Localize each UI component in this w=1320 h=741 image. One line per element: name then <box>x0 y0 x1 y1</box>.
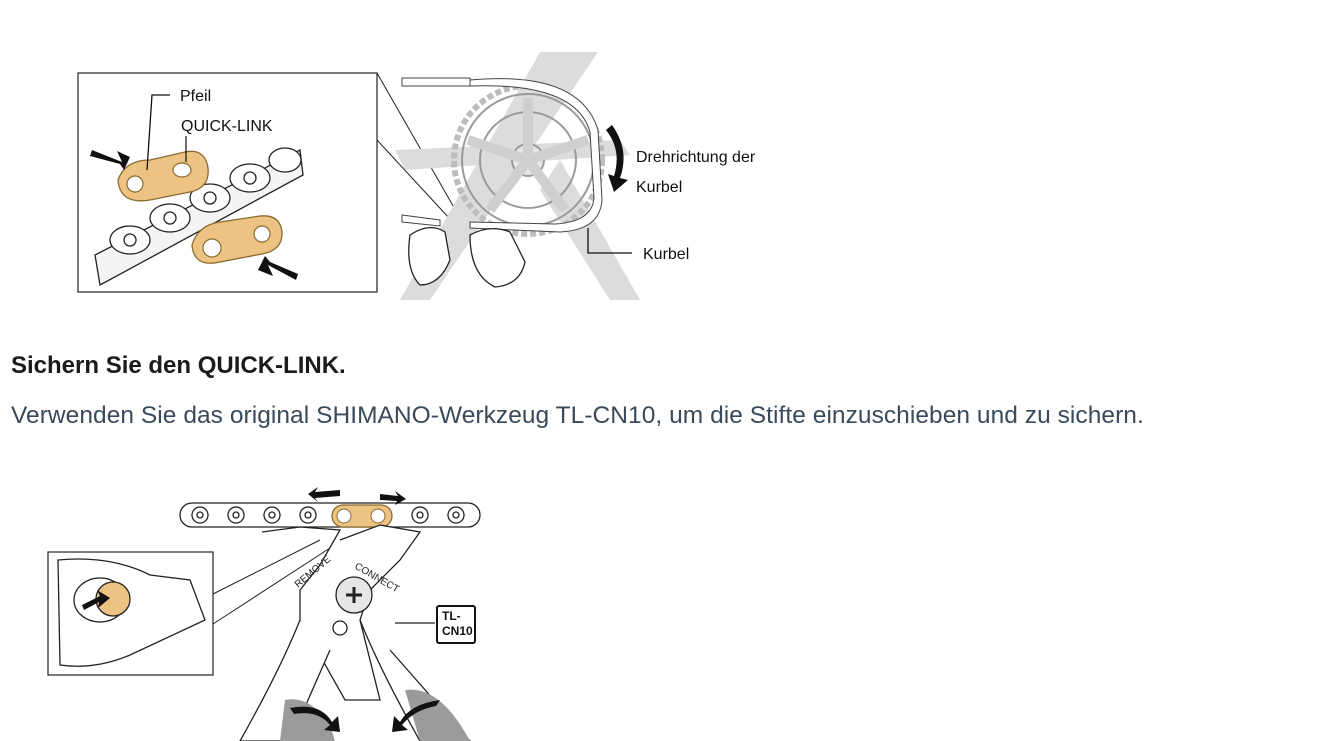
tool-tag-line1: TL- <box>442 609 461 623</box>
tool-model-tag: TL- CN10 <box>436 605 476 644</box>
tool-tag-line2: CN10 <box>442 624 473 638</box>
tl-cn10-tool-figure: REMOVE CONNECT <box>47 487 481 741</box>
label-quick-link: QUICK-LINK <box>181 118 273 135</box>
squeeze-arrow-right-icon <box>392 700 440 732</box>
inset-chain <box>94 147 304 287</box>
push-arrow-left-icon <box>90 150 130 170</box>
quick-link-installation-figure: Pfeil QUICK-LINK Drehrichtung der Kurbel… <box>77 52 756 300</box>
label-rotation-1: Drehrichtung der <box>636 149 756 166</box>
arrow-right-icon <box>380 491 406 505</box>
push-arrow-right-icon <box>258 256 298 280</box>
squeeze-arrow-left-icon <box>290 706 340 732</box>
pin-push-arrow-icon <box>82 590 110 610</box>
label-rotation-2: Kurbel <box>636 179 682 196</box>
section-heading: Sichern Sie den QUICK-LINK. <box>11 352 346 379</box>
section-body: Verwenden Sie das original SHIMANO-Werkz… <box>11 402 1144 429</box>
label-crank: Kurbel <box>643 246 689 263</box>
bike-chain <box>401 77 603 233</box>
tool-chain <box>179 502 481 528</box>
label-arrow: Pfeil <box>180 88 211 105</box>
quick-link-plates <box>117 150 283 264</box>
arrow-left-icon <box>308 487 340 502</box>
rotation-arrow-icon <box>606 125 628 192</box>
tool-quick-link <box>331 504 393 528</box>
hands-illustration <box>408 227 526 288</box>
